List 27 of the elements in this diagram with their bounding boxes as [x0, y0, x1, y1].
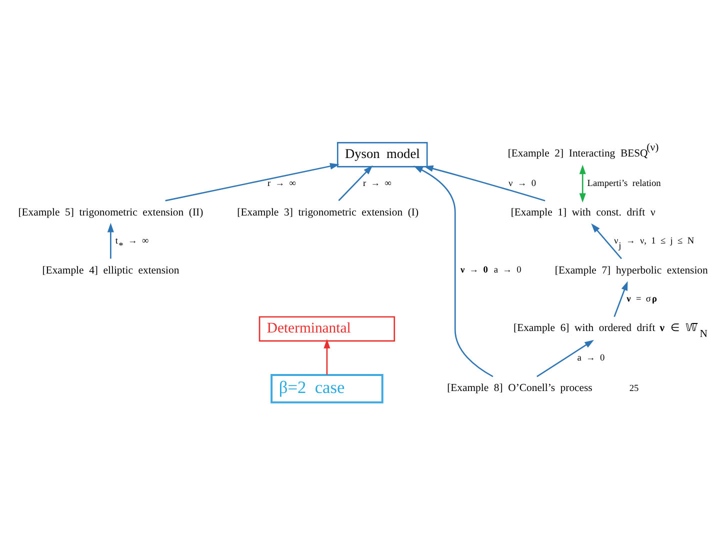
edge-label: r → ∞ [268, 178, 296, 189]
node-text: [Example 1] with const. drift ν [510, 206, 656, 218]
edge-label: ν → 0 [508, 178, 536, 189]
edge-label: Lamperti’s relation [587, 178, 661, 189]
edge-label: ν = σρ [626, 294, 658, 304]
edge-label: r → ∞ [362, 178, 392, 189]
edge-label: a → 0 [577, 352, 605, 363]
node-text: [Example 5] trigonometric extension (II) [18, 206, 204, 218]
arrow [324, 338, 330, 374]
node-text: [Example 3] trigonometric extension (I) [237, 206, 419, 218]
edge-label: ν → 0 a → 0 [460, 265, 522, 276]
arrow [338, 164, 373, 201]
node-text: [Example 7] hyperbolic extension [554, 264, 708, 276]
node-box: Determinantal [258, 316, 396, 342]
node-box: Dyson model [336, 142, 428, 167]
arrow [165, 162, 340, 201]
arrow [536, 339, 594, 377]
arrow [579, 164, 586, 202]
label: 25 [629, 384, 639, 394]
arrow [107, 222, 114, 258]
node-box: β=2 case [270, 373, 384, 403]
arrow [414, 165, 494, 377]
arrow [614, 280, 628, 316]
arrow [591, 222, 622, 259]
node-text: [Example 4] elliptic extension [42, 264, 180, 276]
node-text: [Example 8] O’Conell’s process [447, 382, 592, 394]
arrow [424, 164, 546, 201]
